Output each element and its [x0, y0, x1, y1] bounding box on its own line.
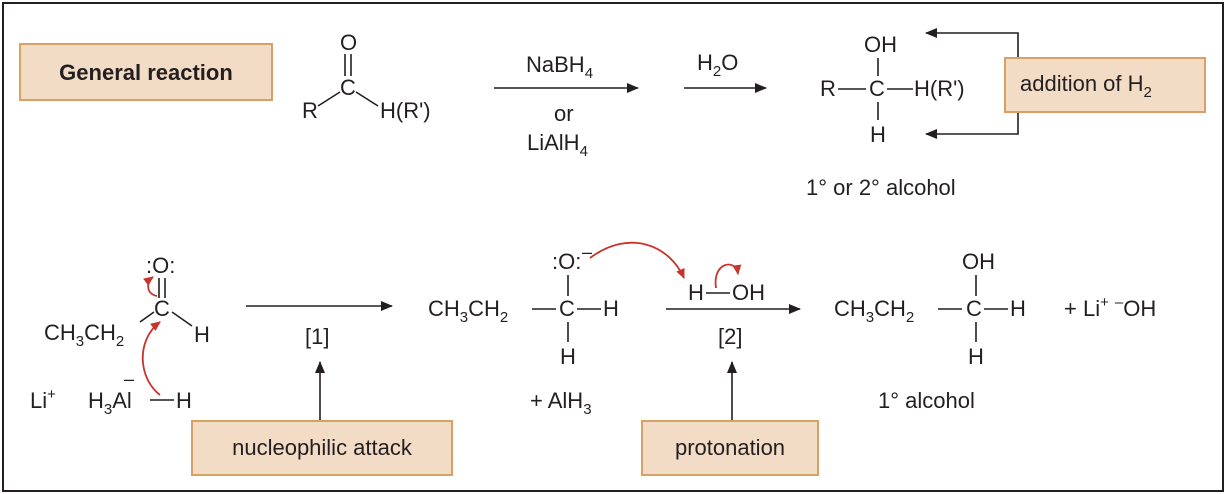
lithium-hydroxide: + Li+–OH [1064, 294, 1156, 321]
nucleophilic-attack-label: nucleophilic attack [232, 435, 413, 460]
propanol-product: OH CH3CH2 C H H [834, 249, 1026, 369]
propanol-ethyl-chain: CH3CH2 [834, 296, 914, 326]
addition-arrow-top [925, 28, 1019, 58]
reactant-oxygen: O [340, 30, 357, 55]
lithium-cation: Li+ [30, 386, 56, 413]
alkoxide-ethyl-chain: CH3CH2 [428, 296, 508, 326]
step2-label: [2] [718, 324, 742, 349]
reagent-water: H2O [697, 50, 738, 80]
product-carbon: C [869, 76, 885, 101]
propanol-h-bottom: H [968, 344, 984, 369]
curved-arrow-pi-bond [143, 276, 158, 297]
general-reaction-box: General reaction [19, 43, 273, 101]
water-hydroxyl: OH [732, 280, 765, 305]
aldehyde-hydrogen: H [194, 322, 210, 347]
general-reaction-label: General reaction [59, 60, 233, 85]
propanol-carbon: C [966, 296, 982, 321]
curved-arrow-protonation [589, 241, 685, 279]
hydride-hydrogen: H [176, 388, 192, 413]
protonation-box: protonation [641, 420, 819, 476]
propanol-oh: OH [962, 249, 995, 274]
general-alcohol-product: OH R C H(R') H [820, 32, 965, 147]
aldehyde-ethyl-chain: CH3CH2 [44, 320, 124, 350]
product-hydrogen: H [870, 122, 886, 147]
carbonyl-reactant: O C R H(R') [302, 30, 431, 123]
alkoxide-h-bottom: H [560, 344, 576, 369]
addition-label: addition of H2 [1020, 71, 1152, 101]
alkoxide-oxygen: :O: [552, 249, 581, 274]
product-h-r-group: H(R') [914, 76, 965, 101]
aldehyde-carbon: C [154, 296, 170, 321]
water-hydrogen: H [688, 280, 704, 305]
aldehyde-oxygen: :O: [146, 253, 175, 278]
step1-label: [1] [305, 324, 329, 349]
propanol-caption: 1° alcohol [878, 388, 975, 413]
propanol-h-right: H [1010, 296, 1026, 321]
alkoxide-carbon: C [559, 296, 575, 321]
alkoxide-charge: – [582, 242, 592, 262]
nucleophilic-attack-box: nucleophilic attack [191, 420, 453, 476]
reagent-lialh4: LiAlH4 [527, 130, 588, 160]
reactant-h-r-group: H(R') [380, 98, 431, 123]
product-oh: OH [864, 32, 897, 57]
aluminum-hydride: H3Al [88, 388, 132, 418]
propanal-structure: :O: C H CH3CH2 [44, 253, 210, 350]
addition-of-h2-box: addition of H2 [1004, 57, 1206, 113]
curved-arrow-hydride-attack [141, 321, 161, 396]
addition-arrow-bottom [925, 112, 1019, 139]
reagent-nabh4: NaBH4 [526, 52, 593, 82]
reactant-r-group: R [302, 98, 318, 123]
product-r-group: R [820, 76, 836, 101]
reagent-or: or [554, 101, 574, 126]
protonation-label: protonation [675, 435, 785, 460]
reactant-carbon: C [340, 75, 356, 100]
aluminum-byproduct: + AlH3 [530, 388, 592, 418]
general-product-caption: 1° or 2° alcohol [806, 175, 956, 200]
aluminum-charge: – [124, 369, 134, 389]
alkoxide-intermediate: :O: – CH3CH2 C H H [428, 242, 619, 369]
curved-arrow-oh-bond [714, 263, 742, 289]
alkoxide-h-right: H [603, 296, 619, 321]
